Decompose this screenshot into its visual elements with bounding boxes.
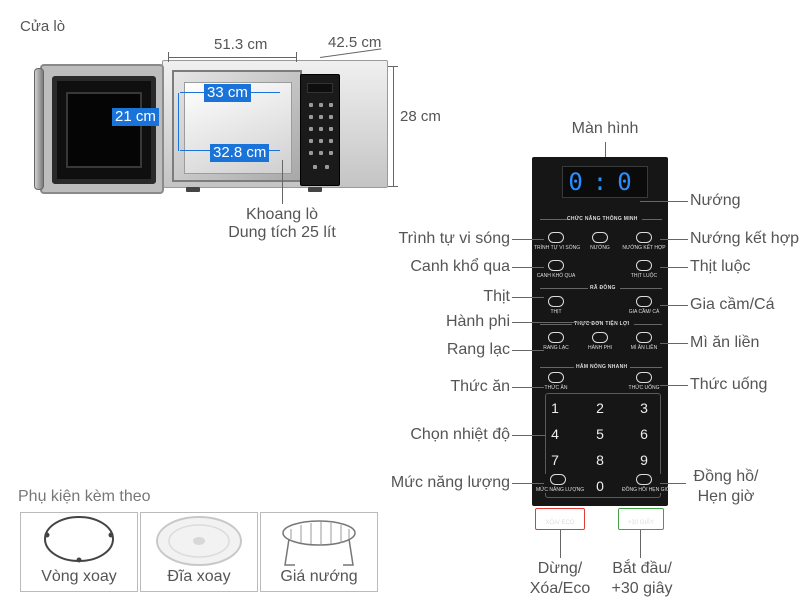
pot-icon (636, 260, 652, 271)
clock-button[interactable]: ĐỒNG HỒ/ HẸN GIỜ (622, 474, 670, 493)
bitter-melon-icon (548, 260, 564, 271)
accessory-rack (260, 512, 378, 592)
noodle-callout: Mì ăn liền (690, 334, 760, 351)
grill-icon (592, 232, 608, 243)
height-dimension-line (393, 66, 394, 186)
key-8[interactable]: 8 (596, 452, 604, 468)
door-label: Cửa lò (20, 18, 66, 35)
poultry-callout: Gia cầm/Cá (690, 296, 775, 313)
accessory-plate-label: Đĩa xoay (167, 568, 231, 585)
noodle-bowl-icon (636, 332, 652, 343)
boiled-meat-callout: Thịt luộc (690, 258, 751, 275)
meat-callout: Thịt (483, 288, 510, 305)
fried-onion-button[interactable]: HÀNH PHI (578, 332, 622, 351)
food-button[interactable]: THỨC ĂN (534, 372, 578, 391)
meat-icon (548, 296, 564, 307)
rack-icon (282, 520, 356, 566)
temp-callout: Chọn nhiệt độ (410, 426, 510, 443)
key-9[interactable]: 9 (640, 452, 648, 468)
bitter-melon-callout: Canh khổ qua (410, 258, 510, 275)
power-level-icon (550, 474, 566, 485)
peanut-icon (548, 332, 564, 343)
grill-callout: Nướng (690, 192, 741, 209)
stop-callout-1: Dừng/ (537, 560, 583, 577)
combo-callout: Nướng kết hợp (690, 230, 800, 247)
key-0[interactable]: 0 (596, 478, 604, 494)
clock-icon (636, 474, 652, 485)
bitter-melon-button[interactable]: CANH KHỔ QUA (534, 260, 578, 279)
drink-callout: Thức uống (690, 376, 768, 393)
accessory-ring (20, 512, 138, 592)
accessories-title: Phụ kiện kèm theo (18, 488, 151, 505)
key-6[interactable]: 6 (640, 426, 648, 442)
cavity-label: Khoang lò (245, 206, 319, 223)
key-2[interactable]: 2 (596, 400, 604, 416)
combo-button[interactable]: NƯỚNG KẾT HỢP (622, 232, 666, 251)
start-callout-1: Bắt đầu/ (612, 560, 672, 577)
cavity-pointer-line (282, 160, 283, 204)
height-label: 28 cm (400, 108, 441, 125)
accessory-rack-label: Giá nướng (280, 568, 358, 585)
key-4[interactable]: 4 (551, 426, 559, 442)
capacity-label: Dung tích 25 lít (228, 224, 336, 241)
control-panel (532, 157, 668, 506)
microwave-mini-display (307, 83, 333, 93)
start-callout-2: +30 giây (611, 580, 673, 597)
clock-callout-2: Hẹn giờ (697, 488, 755, 505)
width-dimension-line (168, 57, 296, 58)
food-callout: Thức ăn (450, 378, 510, 395)
grill-button[interactable]: NƯỚNG (578, 232, 622, 251)
accessory-ring-label: Vòng xoay (41, 568, 117, 585)
fried-onion-callout: Hành phi (445, 313, 510, 330)
plate-icon (156, 516, 242, 566)
width-label: 51.3 cm (214, 36, 268, 53)
key-7[interactable]: 7 (551, 452, 559, 468)
section-reheat: HÂM NÓNG NHANH (576, 364, 628, 370)
poultry-button[interactable]: GIA CẦM/ CÁ (622, 296, 666, 315)
food-plate-icon (548, 372, 564, 383)
power-button[interactable]: MỨC NĂNG LƯỢNG (536, 474, 584, 493)
key-5[interactable]: 5 (596, 426, 604, 442)
inner-width-tag: 33 cm (204, 84, 251, 102)
screen-callout: Màn hình (571, 120, 639, 137)
depth-label: 42.5 cm (328, 34, 382, 51)
combo-grill-icon (636, 232, 652, 243)
stop-callout-2: Xóa/Eco (529, 580, 591, 597)
clock-callout-1: Đồng hồ/ (693, 468, 759, 485)
drink-button[interactable]: THỨC UỐNG (622, 372, 666, 391)
accessory-plate (140, 512, 258, 592)
section-smart: CHỨC NĂNG THÔNG MINH (567, 216, 638, 222)
micro-seq-button[interactable]: TRÌNH TỰ VI SÓNG (534, 232, 580, 251)
inner-depth-tag: 32.8 cm (210, 144, 270, 162)
key-3[interactable]: 3 (640, 400, 648, 416)
panel-display: 0:0 (562, 166, 648, 198)
start-button[interactable]: BẮT ĐẦU+30 GIÂY (618, 508, 664, 530)
inner-height-tag: 21 cm (112, 108, 159, 126)
number-keypad (545, 393, 661, 498)
cup-icon (636, 372, 652, 383)
section-defrost: RÃ ĐÔNG (590, 285, 616, 291)
peanut-callout: Rang lạc (446, 341, 510, 358)
meat-button[interactable]: THỊT (534, 296, 578, 315)
onion-icon (592, 332, 608, 343)
microwave-control-strip (300, 74, 340, 186)
noodle-button[interactable]: MÌ ĂN LIỀN (622, 332, 666, 351)
boiled-meat-button[interactable]: THỊT LUỘC (622, 260, 666, 279)
peanut-button[interactable]: RANG LẠC (534, 332, 578, 351)
microwave-door-handle (34, 68, 44, 190)
power-callout: Mức năng lượng (390, 474, 510, 491)
wave-icon (548, 232, 564, 243)
section-menu: THỰC ĐƠN TIỆN LỢI (574, 321, 630, 327)
micro-seq-callout: Trình tự vi sóng (398, 230, 511, 247)
key-1[interactable]: 1 (551, 400, 559, 416)
chicken-icon (636, 296, 652, 307)
ring-icon (44, 516, 114, 563)
